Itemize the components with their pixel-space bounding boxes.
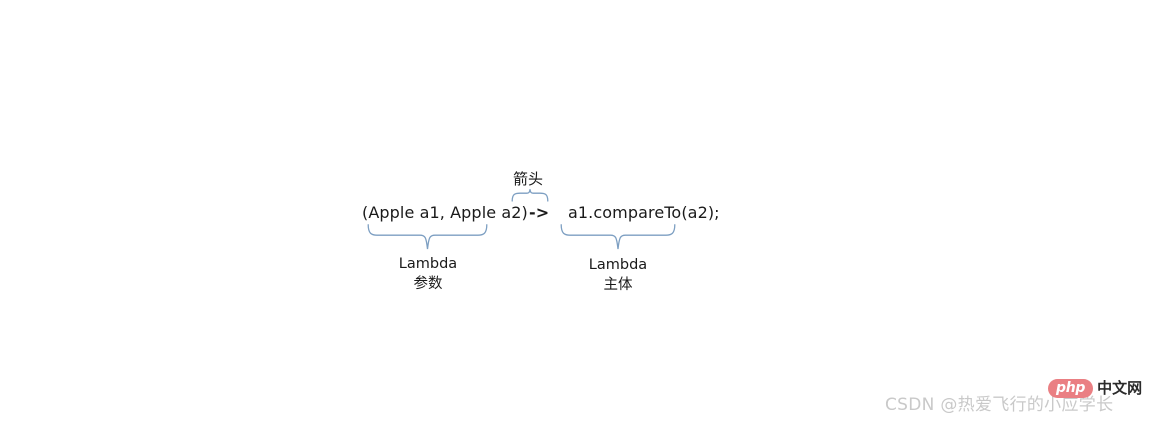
php-site-logo: php 中文网: [1048, 379, 1142, 398]
php-site-name: 中文网: [1097, 379, 1143, 397]
parameters-label-line2: 参数: [413, 276, 443, 292]
body-label-line2: 主体: [603, 277, 633, 293]
parameters-brace-icon: [367, 224, 488, 250]
csdn-watermark: CSDN @热爱飞行的小应学长: [885, 395, 1114, 415]
body-label-line1: Lambda: [588, 257, 648, 273]
parameters-group-label: Lambda 参数: [373, 254, 483, 294]
body-group-label: Lambda 主体: [563, 255, 673, 295]
parameters-label-line1: Lambda: [398, 256, 458, 272]
code-segment-arrow: ->: [529, 203, 550, 222]
body-brace-icon: [560, 224, 676, 250]
arrow-brace-icon: [511, 189, 549, 202]
code-segment-parameters: (Apple a1, Apple a2): [362, 203, 528, 222]
code-expression-line: (Apple a1, Apple a2) -> a1.compareTo(a2)…: [0, 203, 1150, 225]
php-badge: php: [1048, 379, 1094, 398]
code-segment-body: a1.compareTo(a2);: [568, 203, 720, 222]
arrow-annotation-label: 箭头: [512, 170, 543, 188]
